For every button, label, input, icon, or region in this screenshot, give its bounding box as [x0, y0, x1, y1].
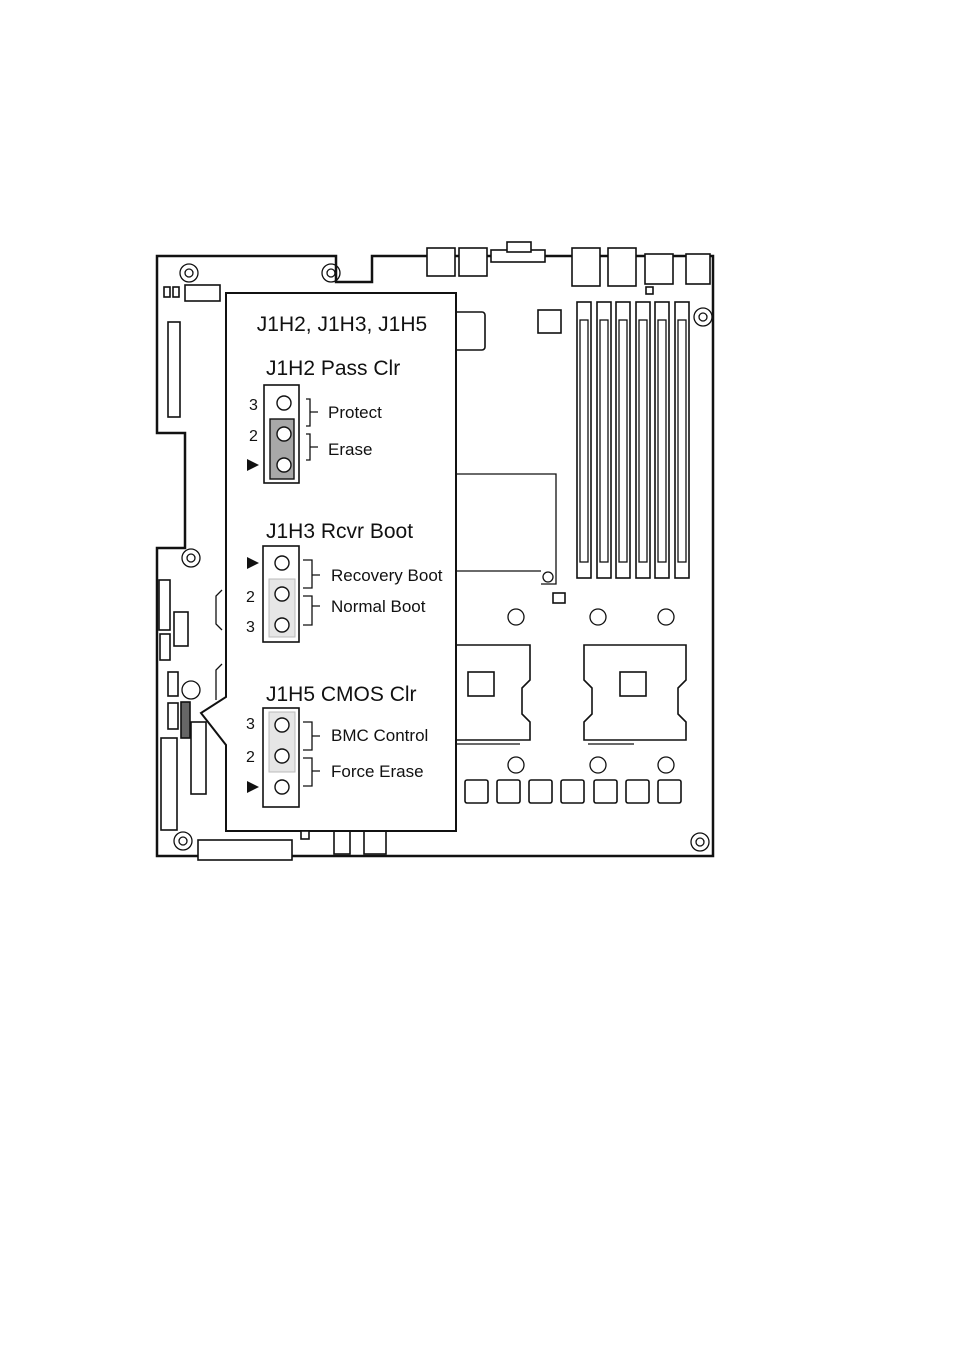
vrm-components — [465, 780, 681, 803]
pin-icon — [275, 718, 289, 732]
pin-icon — [275, 618, 289, 632]
j1h5-setting-force-erase: Force Erase — [331, 762, 424, 781]
pin-number: 3 — [246, 619, 255, 636]
pin-icon — [277, 427, 291, 441]
pin-icon — [277, 458, 291, 472]
pin-number: 3 — [249, 397, 258, 414]
pin-icon — [275, 556, 289, 570]
j1h5-label: J1H5 CMOS Clr — [266, 683, 417, 706]
pin-icon — [275, 749, 289, 763]
j1h3-setting-normal-boot: Normal Boot — [331, 597, 426, 616]
pin-number: 2 — [246, 749, 255, 766]
pin-icon — [275, 780, 289, 794]
j1h2-setting-erase: Erase — [328, 440, 372, 459]
j1h2-setting-protect: Protect — [328, 403, 382, 422]
j1h3-label: J1H3 Rcvr Boot — [266, 520, 413, 543]
j1h5-setting-bmc-control: BMC Control — [331, 726, 428, 745]
pin-number: 3 — [246, 716, 255, 733]
j1h2-label: J1H2 Pass Clr — [266, 357, 400, 380]
pin-icon — [275, 587, 289, 601]
callout-title: J1H2, J1H3, J1H5 — [257, 313, 427, 336]
pin-number: 2 — [249, 428, 258, 445]
pin-icon — [277, 396, 291, 410]
pin-number: 2 — [246, 589, 255, 606]
j1h3-setting-recovery-boot: Recovery Boot — [331, 566, 443, 585]
